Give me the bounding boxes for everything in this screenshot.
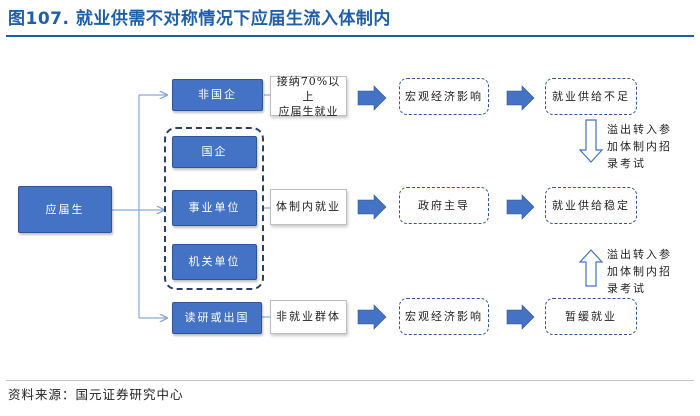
node-macro-economy-bottom: 宏观经济影响 [399, 298, 489, 335]
footer-divider [6, 380, 694, 381]
note-overflow-top: 溢出转入参 加体制内招 录考试 [607, 123, 672, 170]
node-soe: 非国企 [172, 79, 263, 111]
block-arrow-row2-b [506, 194, 535, 220]
up-arrow [578, 249, 604, 287]
figure-title: 图107. 就业供需不对称情况下应届生流入体制内 [8, 9, 391, 29]
system-group-frame [164, 127, 264, 290]
block-arrow-row2-a [357, 194, 387, 220]
node-temporary-employment: 暂缓就业 [545, 298, 637, 335]
node-government-led: 政府主导 [399, 187, 489, 224]
node-study-abroad: 读研或出国 [172, 302, 262, 334]
block-arrow-row3-b [506, 304, 535, 330]
node-graduate: 应届生 [18, 186, 112, 233]
vertical-outline-arrows [578, 119, 604, 287]
branch-connector [112, 95, 167, 318]
node-supply-shortage: 就业供给不足 [545, 78, 637, 115]
note-overflow-bottom: 溢出转入参 加体制内招 录考试 [607, 248, 672, 295]
node-macro-economy-top: 宏观经济影响 [399, 78, 489, 115]
node-state-enterprise: 国企 [172, 136, 257, 168]
source-note: 资料来源：国元证券研究中心 [8, 387, 184, 402]
block-arrow-row1-b [506, 85, 535, 111]
title-divider [6, 35, 694, 37]
node-system-employment: 体制内就业 [270, 189, 347, 225]
node-government-agency: 机关单位 [172, 244, 257, 280]
down-arrow [578, 119, 604, 163]
block-arrows [357, 85, 535, 330]
node-absorb-graduates: 接纳70%以上 应届生就业 [270, 75, 347, 118]
node-public-institution: 事业单位 [172, 190, 257, 226]
block-arrow-row3-a [357, 304, 387, 330]
node-non-employment: 非就业群体 [270, 300, 347, 334]
node-supply-stable: 就业供给稳定 [545, 187, 637, 224]
block-arrow-row1-a [357, 85, 387, 111]
